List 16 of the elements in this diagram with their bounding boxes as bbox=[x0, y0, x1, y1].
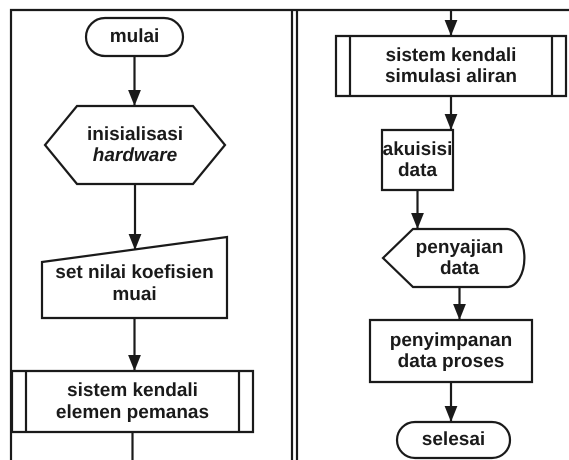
arrow bbox=[128, 184, 142, 250]
arrow bbox=[444, 382, 458, 422]
manual-input-box: set nilai koefisien muai bbox=[42, 237, 227, 318]
predefined-process-box: sistem kendali simulasi aliran bbox=[336, 36, 566, 96]
arrow bbox=[128, 56, 141, 106]
process-box: penyimpanan data proses bbox=[370, 320, 532, 382]
arrow bbox=[411, 190, 424, 229]
start-terminator: mulai bbox=[86, 18, 183, 56]
end-terminator: selesai bbox=[397, 422, 510, 458]
preparation-hexagon: inisialisasi hardware bbox=[45, 106, 225, 184]
process-box: akuisisi data bbox=[382, 130, 453, 190]
arrow bbox=[444, 10, 458, 36]
arrow bbox=[444, 96, 458, 130]
arrow bbox=[453, 287, 466, 320]
predefined-process-box: sistem kendali elemen pemanas bbox=[12, 371, 253, 432]
arrow bbox=[128, 318, 141, 371]
